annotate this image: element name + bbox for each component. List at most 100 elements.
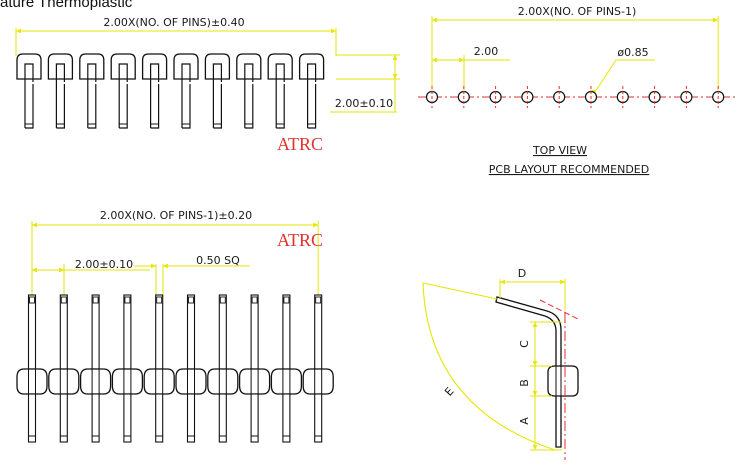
pin-lower xyxy=(314,393,323,443)
arrowhead xyxy=(151,263,156,269)
pin-outline xyxy=(87,63,97,129)
dimension-arc-e xyxy=(422,282,556,451)
housing-cell xyxy=(204,53,231,80)
pin-tip-square xyxy=(283,296,290,304)
pin-upper xyxy=(155,294,164,370)
housing-cell xyxy=(141,53,168,80)
bend-centerline xyxy=(539,299,581,321)
housing-cell xyxy=(47,53,74,80)
pin-tip-square xyxy=(60,296,67,304)
profile-view: D C B A E xyxy=(422,267,581,460)
profile-label-b: B xyxy=(518,379,531,387)
pin-outline xyxy=(307,63,317,129)
arrowhead xyxy=(500,279,505,285)
arrowhead xyxy=(392,55,398,60)
pin-upper xyxy=(250,294,259,370)
pin-lower xyxy=(123,393,132,443)
housing-cell xyxy=(207,368,239,395)
pin-upper xyxy=(91,294,100,370)
housing-cell xyxy=(298,53,325,80)
pin-tip-square xyxy=(29,296,35,304)
housing-cell xyxy=(270,368,303,395)
arrowhead xyxy=(392,74,398,79)
profile-housing xyxy=(547,365,579,397)
profile-label-c: C xyxy=(518,340,531,348)
front-view-pins xyxy=(16,294,334,443)
arrowhead xyxy=(32,222,37,228)
top-view-subtitle: PCB LAYOUT RECOMMENDED xyxy=(489,163,649,176)
front-view-pitch-label: 2.00±0.10 xyxy=(75,258,133,271)
housing-cell xyxy=(302,368,334,395)
pin-tip-square xyxy=(124,296,131,304)
pin-tip-square xyxy=(219,296,226,304)
arrowhead xyxy=(532,322,538,327)
profile-label-d: D xyxy=(518,267,526,280)
profile-pin-in-housing xyxy=(555,365,562,397)
arrowhead xyxy=(713,17,718,23)
housing-cell xyxy=(173,53,199,80)
arrowhead xyxy=(459,57,464,63)
pin-lower xyxy=(282,393,291,443)
front-view-pin-label: 0.50 SQ xyxy=(196,254,240,267)
pin-outline xyxy=(118,63,128,129)
pin-lower xyxy=(186,393,196,443)
profile-label-a: A xyxy=(518,417,531,425)
side-view-dimension-lines xyxy=(15,28,400,113)
side-view-height-label: 2.00±0.10 xyxy=(335,97,393,110)
profile-label-e: E xyxy=(442,385,456,399)
pin-outline xyxy=(212,63,222,129)
arrowhead xyxy=(32,267,37,273)
pin-tip-square xyxy=(251,296,258,304)
housing-cell xyxy=(111,368,144,395)
top-view-hole-label: ø0.85 xyxy=(617,46,648,59)
leader-line xyxy=(592,59,617,96)
pin-outline xyxy=(244,63,254,129)
arrowhead xyxy=(432,17,437,23)
housing-cell xyxy=(267,53,293,80)
pin-upper xyxy=(123,294,132,370)
housing-cell xyxy=(238,368,271,395)
pin-outline xyxy=(275,63,285,129)
front-view-brand: ATRC xyxy=(277,230,323,250)
housing-cell xyxy=(236,53,262,80)
arrowhead xyxy=(331,28,336,34)
pin-lower xyxy=(218,393,227,443)
pin-upper xyxy=(218,294,227,370)
pin-lower xyxy=(250,393,259,443)
arrowhead xyxy=(59,267,64,273)
pin-lower xyxy=(91,393,100,443)
pin-outline xyxy=(150,63,160,129)
pin-upper xyxy=(27,294,37,370)
arrowhead xyxy=(432,57,437,63)
pin-outline xyxy=(24,63,34,129)
arrowhead xyxy=(532,391,538,396)
housing-cell xyxy=(16,368,48,395)
side-view-brand: ATRC xyxy=(277,134,323,154)
pin-upper xyxy=(186,294,196,370)
pin-tip-square xyxy=(92,296,99,304)
header-text: ature Thermoplastic xyxy=(0,0,133,11)
housing-cell xyxy=(79,368,112,395)
pin-tip-square xyxy=(156,296,163,304)
pin-tip-square xyxy=(188,296,194,304)
pin-lower xyxy=(155,393,164,443)
top-view-title: TOP VIEW xyxy=(532,144,587,157)
top-view-dimension-lines xyxy=(418,16,735,98)
side-view-pins xyxy=(16,53,325,129)
bent-pin xyxy=(495,296,562,448)
front-view-span-label: 2.00X(NO. OF PINS-1)±0.20 xyxy=(100,209,252,222)
arrowhead xyxy=(16,28,21,34)
side-view: 2.00X(NO. OF PINS)±0.40 2.00±0.10 ATRC xyxy=(15,16,400,154)
front-view: 2.00X(NO. OF PINS-1)±0.20 2.00±0.10 0.50… xyxy=(16,209,334,443)
pin-outline xyxy=(181,63,191,129)
arrowhead xyxy=(560,279,565,285)
extension-line xyxy=(422,282,498,300)
top-view-holes xyxy=(425,86,725,108)
top-view-pitch-label: 2.00 xyxy=(474,45,499,58)
arrowhead xyxy=(163,263,168,269)
housing-cell xyxy=(79,53,105,80)
housing-cell xyxy=(175,368,207,395)
arrowhead xyxy=(532,445,538,450)
front-view-dimension-lines xyxy=(31,221,319,297)
